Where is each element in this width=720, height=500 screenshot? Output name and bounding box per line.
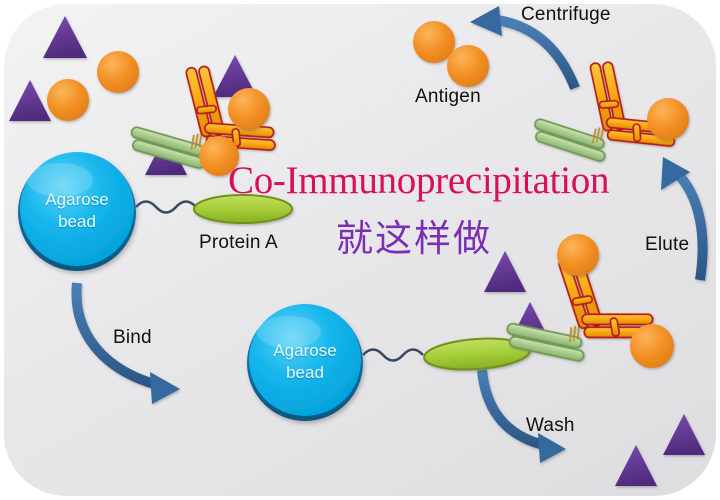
page-subtitle: 就这样做 (336, 219, 492, 260)
bind-arrow (71, 282, 180, 404)
protein-a-top (193, 194, 293, 224)
agarose-bead-top-label: Agarose bead (19, 189, 135, 233)
wash-arrow (477, 369, 566, 463)
centrifuge-arrow (470, 6, 580, 90)
bead-linker-mid (362, 348, 424, 362)
agarose-bead-top-line2: bead (58, 211, 96, 231)
bead-linker-top (135, 200, 197, 214)
agarose-bead-mid (247, 304, 363, 421)
agarose-bead-mid-label: Agarose bead (248, 340, 362, 384)
elute-arrow (661, 157, 708, 281)
label-elute: Elute (645, 234, 690, 255)
label-bind: Bind (113, 327, 152, 348)
agarose-bead-mid-line1: Agarose (273, 341, 337, 360)
label-protein-a: Protein A (199, 232, 278, 253)
label-antigen: Antigen (415, 86, 481, 107)
label-centrifuge: Centrifuge (521, 4, 611, 25)
agarose-bead-top-line1: Agarose (45, 190, 109, 209)
antigen-circles (47, 21, 689, 368)
agarose-bead-top (18, 152, 136, 271)
label-wash: Wash (526, 415, 575, 436)
agarose-bead-mid-line2: bead (286, 362, 324, 382)
page-title: Co-Immunoprecipitation (228, 159, 610, 202)
